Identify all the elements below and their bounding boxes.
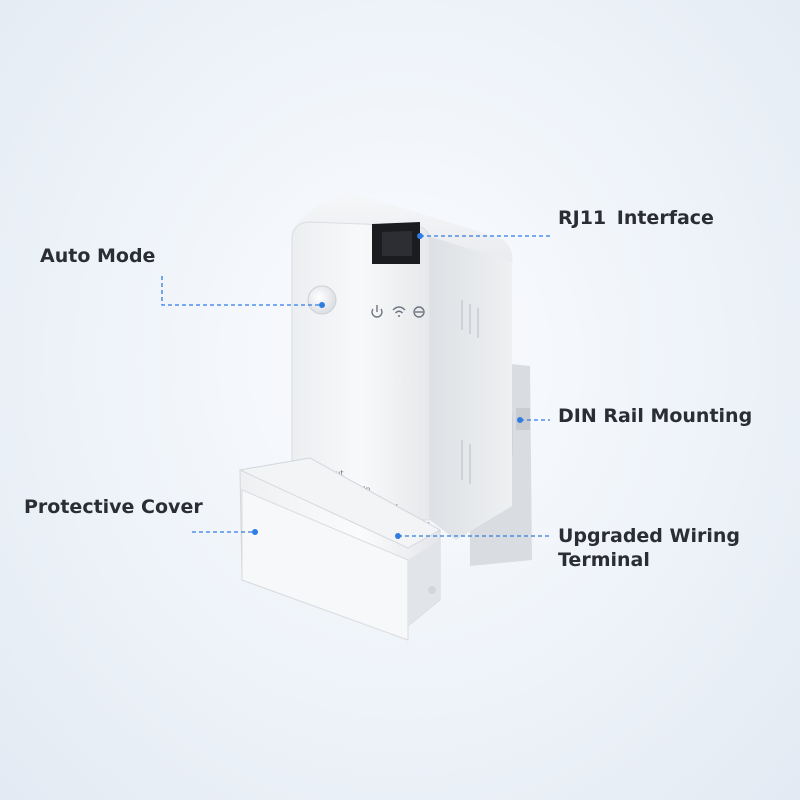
callout-auto-mode: Auto Mode — [40, 245, 156, 267]
callout-din-rail-mounting: DIN Rail Mounting — [558, 405, 753, 427]
callout-upgraded-wiring-terminal: Upgraded Wiring Terminal — [558, 524, 740, 572]
power-icon — [371, 305, 383, 318]
auto-mode-button — [307, 285, 337, 315]
wifi-icon — [392, 306, 406, 317]
callout-wiring-line-1: Upgraded Wiring — [558, 525, 741, 547]
device-side — [428, 228, 512, 540]
protective-cover — [238, 457, 442, 641]
callout-dots — [252, 233, 523, 539]
side-vents — [461, 300, 479, 484]
callout-lines — [161, 235, 550, 537]
rj11-port — [372, 222, 420, 264]
callout-wiring-line-2: Terminal — [558, 549, 650, 571]
callout-rj11-interface: RJ11 Interface — [558, 207, 714, 229]
callout-line-auto-mode — [161, 276, 322, 306]
link-icon — [413, 306, 425, 318]
callout-protective-cover: Protective Cover — [24, 496, 203, 518]
